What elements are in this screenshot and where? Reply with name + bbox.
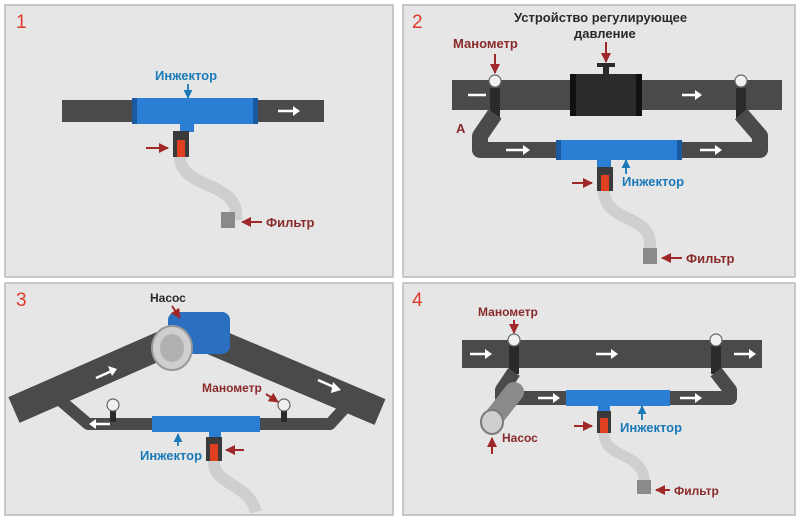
filter-label: Фильтр [674,484,719,498]
panel-3: 3 Насос Манометр Инжектор [4,282,394,516]
injector-label: Инжектор [140,448,202,463]
suction-pipe [8,325,184,423]
filter [221,212,235,228]
panel-2: 2 Устройство регулирующее давле [402,4,796,278]
suction-hose [598,432,650,484]
suction-hose [174,156,242,220]
panel-2-number: 2 [412,12,423,33]
filter-label: Фильтр [266,215,315,230]
panel-4: 4 Манометр Насос Инжектор [402,282,796,516]
filter [637,480,651,494]
manometer-gauge [106,398,120,412]
injector [132,98,258,124]
regulator-label-line1: Устройство регулирующее [514,10,687,25]
manometer-label: Манометр [202,381,262,395]
pressure-regulator [570,74,642,116]
injector [152,416,260,432]
manometer-gauge [488,74,502,88]
filter-label: Фильтр [686,251,735,266]
panel-3-number: 3 [16,290,27,311]
manometer-label: Манометр [478,305,538,319]
injector [566,390,670,406]
injector-label: Инжектор [155,68,217,83]
pump [480,409,504,435]
manometer-label: Манометр [453,36,518,51]
manometer-gauge [277,398,291,412]
injector-label: Инжектор [620,420,682,435]
panel-1-number: 1 [16,12,27,33]
suction-hose [208,460,262,515]
injector-label: Инжектор [622,174,684,189]
point-a-label: A [456,121,466,136]
manometer-gauge [507,333,521,347]
manometer-gauge [709,333,723,347]
suction-hose [598,190,656,252]
pump-label: Насос [502,431,538,445]
filter [643,248,657,264]
manometer-gauge [734,74,748,88]
pump-label: Насос [150,291,186,305]
regulator-label-line2: давление [574,26,636,41]
panel-1: 1 Инжектор Фильтр [4,4,394,278]
panel-1-frame [4,4,394,278]
panel-4-number: 4 [412,290,423,311]
injector [556,140,682,160]
